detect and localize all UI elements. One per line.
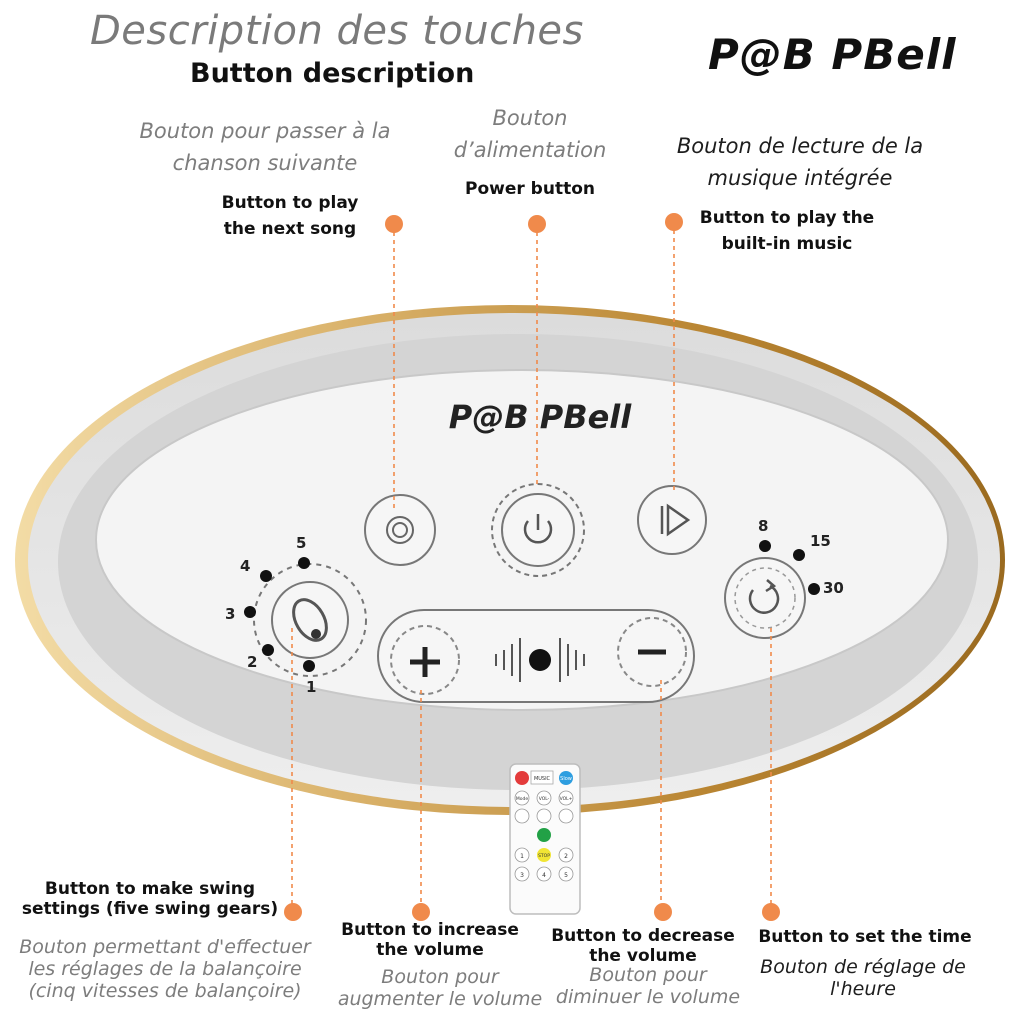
svg-text:Mode: Mode xyxy=(516,796,528,802)
power-label-en: Power button xyxy=(465,179,595,199)
brand-logo: P@B PBell xyxy=(708,30,957,79)
power-button[interactable] xyxy=(491,483,585,577)
remote-control: MUSIC Slow Mode VOL- VOL+ 1 STOP 2 3 4 5 xyxy=(509,763,581,915)
vol-up-label-fr: Bouton pour augmenter le volume xyxy=(337,966,543,1010)
vol-up-label-en: Button to increase the volume xyxy=(341,920,519,960)
music-label-fr: Bouton de lecture de la musique intégrée xyxy=(676,134,924,190)
svg-text:4: 4 xyxy=(542,872,546,879)
svg-text:1: 1 xyxy=(520,853,524,860)
leader-lines xyxy=(291,222,772,905)
svg-text:5: 5 xyxy=(564,872,568,879)
title-french: Description des touches xyxy=(90,8,584,54)
vol-down-label-fr: Bouton pour diminuer le volume xyxy=(555,964,741,1008)
svg-text:VOL-: VOL- xyxy=(539,796,550,802)
swing-marker xyxy=(284,903,302,921)
music-label-en: Button to play the built-in music xyxy=(699,208,875,254)
power-label-fr: Bouton d’alimentation xyxy=(453,106,607,162)
timer-level-30: 30 xyxy=(823,579,844,597)
swing-level-4: 4 xyxy=(240,557,250,575)
svg-text:STOP: STOP xyxy=(538,853,550,859)
vol-down-label-en: Button to decrease the volume xyxy=(551,926,735,966)
device-logo: P@B PBell xyxy=(449,398,633,436)
svg-text:VOL+: VOL+ xyxy=(560,796,573,802)
vol-up-marker xyxy=(412,903,430,921)
timer-level-15: 15 xyxy=(810,532,831,550)
swing-level-1: 1 xyxy=(306,678,316,696)
swing-button[interactable] xyxy=(253,563,367,677)
timer-label-fr: Bouton de réglage de l'heure xyxy=(760,956,966,1000)
next-song-marker xyxy=(385,215,403,233)
timer-button[interactable] xyxy=(724,557,806,639)
music-marker xyxy=(665,213,683,231)
swing-level-2: 2 xyxy=(247,653,257,671)
svg-text:2: 2 xyxy=(564,853,568,860)
timer-marker xyxy=(762,903,780,921)
swing-level-3: 3 xyxy=(225,605,235,623)
timer-label-en: Button to set the time xyxy=(758,927,972,947)
timer-level-dots: 8 15 30 xyxy=(758,517,844,597)
svg-text:Slow: Slow xyxy=(560,776,572,782)
svg-text:3: 3 xyxy=(520,872,524,879)
next-song-label-fr: Bouton pour passer à la chanson suivante xyxy=(139,119,391,175)
volume-up-button[interactable] xyxy=(390,625,460,695)
vol-down-marker xyxy=(654,903,672,921)
svg-text:MUSIC: MUSIC xyxy=(534,776,551,782)
swing-label-fr: Bouton permettant d'effectuer les réglag… xyxy=(19,936,311,1002)
title-english: Button description xyxy=(190,58,475,89)
swing-level-5: 5 xyxy=(296,534,306,552)
swing-label-en: Button to make swing settings (five swin… xyxy=(21,879,279,919)
next-song-button[interactable] xyxy=(364,494,436,566)
sound-wave-icon xyxy=(495,638,585,682)
volume-down-button[interactable] xyxy=(617,617,687,687)
next-song-label-en: Button to play the next song xyxy=(221,193,359,239)
play-music-button[interactable] xyxy=(637,485,707,555)
power-marker xyxy=(528,215,546,233)
swing-level-dots: 1 2 3 4 5 xyxy=(225,534,316,696)
timer-level-8: 8 xyxy=(758,517,768,535)
